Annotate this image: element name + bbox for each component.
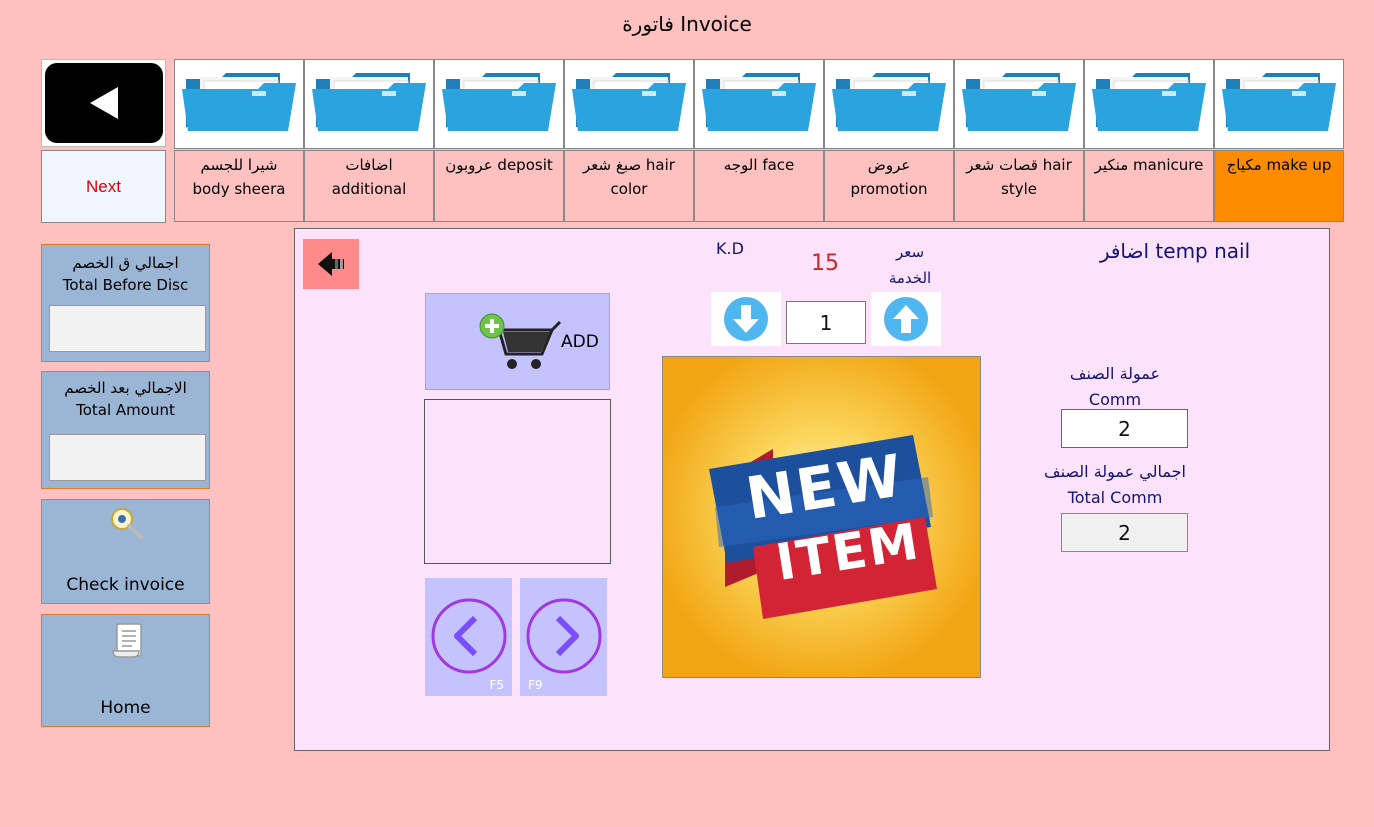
- category-label-line1: عروض: [867, 156, 911, 174]
- category-label-line1: الوجه face: [723, 156, 795, 174]
- category-label-line2: additional: [331, 180, 407, 198]
- item-name: اضافر temp nail: [1099, 239, 1251, 263]
- check-invoice-button[interactable]: Check invoice: [41, 499, 210, 604]
- next-item-button[interactable]: F9: [520, 578, 607, 696]
- category-label-7[interactable]: اضافات additional: [304, 150, 434, 222]
- quantity-increase-button[interactable]: [871, 292, 941, 346]
- arrow-left-icon: [318, 252, 344, 276]
- price-value: 15: [811, 251, 839, 276]
- price-label-line1: سعر: [895, 243, 925, 261]
- total-before-disc-field[interactable]: [49, 305, 206, 352]
- arrow-up-icon: [884, 297, 928, 341]
- folder-icon: [570, 67, 688, 141]
- category-tile-4[interactable]: [694, 59, 824, 149]
- total-before-disc-label-ar: اجمالي ق الخصم: [72, 254, 179, 272]
- currency-label: K.D: [716, 239, 744, 258]
- chevron-left-icon: [431, 598, 507, 674]
- category-label-line1: مكياج make up: [1226, 156, 1332, 174]
- total-amount-field[interactable]: [49, 434, 206, 481]
- category-tile-7[interactable]: [304, 59, 434, 149]
- folder-icon: [830, 67, 948, 141]
- total-before-disc-box: اجمالي ق الخصم Total Before Disc: [41, 244, 210, 362]
- total-amount-label-ar: الاجمالي بعد الخصم: [64, 379, 187, 397]
- category-label-6[interactable]: عروبون deposit: [434, 150, 564, 222]
- category-label-line1: عروبون deposit: [445, 156, 553, 174]
- total-comm-label-ar: اجمالي عمولة الصنف: [1044, 462, 1186, 481]
- item-list-box[interactable]: [424, 399, 611, 564]
- total-before-disc-label-en: Total Before Disc: [62, 276, 189, 294]
- previous-shortcut: F5: [489, 678, 504, 692]
- window-title: فاتورة Invoice: [622, 12, 752, 36]
- next-button[interactable]: Next: [41, 150, 166, 223]
- previous-item-button[interactable]: F5: [425, 578, 512, 696]
- category-tile-8[interactable]: [174, 59, 304, 149]
- category-tile-6[interactable]: [434, 59, 564, 149]
- category-label-8[interactable]: شيرا للجسم body sheera: [174, 150, 304, 222]
- new-item-badge: [663, 357, 980, 677]
- category-label-3[interactable]: عروض promotion: [824, 150, 954, 222]
- folder-icon: [1220, 67, 1338, 141]
- category-label-line1: قصات شعر hair: [966, 156, 1072, 174]
- category-tile-0[interactable]: [1214, 59, 1344, 149]
- category-tile-2[interactable]: [954, 59, 1084, 149]
- add-to-cart-button[interactable]: ADD: [425, 293, 610, 390]
- magnifier-icon: [111, 508, 143, 539]
- panel-back-button[interactable]: [303, 239, 359, 289]
- total-comm-label: اجمالي عمولة الصنف Total Comm: [1015, 459, 1215, 511]
- quantity-decrease-button[interactable]: [711, 292, 781, 346]
- folder-icon: [1090, 67, 1208, 141]
- comm-label-ar: عمولة الصنف: [1069, 364, 1161, 383]
- folder-icon: [700, 67, 818, 141]
- arrow-down-icon: [724, 297, 768, 341]
- category-label-4[interactable]: الوجه face: [694, 150, 824, 222]
- category-label-line1: صبغ شعر hair: [583, 156, 675, 174]
- home-label: Home: [100, 698, 151, 718]
- category-label-2[interactable]: قصات شعر hair style: [954, 150, 1084, 222]
- category-tile-3[interactable]: [824, 59, 954, 149]
- category-label-line1: اضافات: [345, 156, 393, 174]
- comm-label-en: Comm: [1088, 390, 1142, 409]
- home-button[interactable]: Home: [41, 614, 210, 727]
- category-label-line2: body sheera: [192, 180, 286, 198]
- comm-field[interactable]: 2: [1061, 409, 1188, 448]
- total-comm-field: 2: [1061, 513, 1188, 552]
- category-label-line2: color: [610, 180, 648, 198]
- item-image: NEW ITEM: [662, 356, 981, 678]
- category-label-line2: promotion: [850, 180, 928, 198]
- quantity-field[interactable]: 1: [786, 301, 866, 344]
- folder-icon: [440, 67, 558, 141]
- category-label-5[interactable]: صبغ شعر hair color: [564, 150, 694, 222]
- comm-label: عمولة الصنف Comm: [1035, 361, 1195, 413]
- category-tile-1[interactable]: [1084, 59, 1214, 149]
- document-scroll-icon: [112, 623, 142, 658]
- back-button[interactable]: [41, 59, 166, 147]
- category-label-line1: منكير manicure: [1094, 156, 1204, 174]
- total-comm-label-en: Total Comm: [1067, 488, 1163, 507]
- total-amount-box: الاجمالي بعد الخصم Total Amount: [41, 371, 210, 489]
- folder-icon: [180, 67, 298, 141]
- category-label-0[interactable]: مكياج make up: [1214, 150, 1344, 222]
- category-label-line2: style: [1001, 180, 1037, 198]
- play-back-icon: [44, 63, 163, 143]
- chevron-right-icon: [526, 598, 602, 674]
- folder-icon: [960, 67, 1078, 141]
- price-label-line2: الخدمة: [888, 269, 932, 287]
- cart-add-icon: [479, 313, 562, 369]
- category-tile-5[interactable]: [564, 59, 694, 149]
- category-label-line1: شيرا للجسم: [200, 156, 278, 174]
- check-invoice-label: Check invoice: [66, 575, 185, 595]
- item-detail-panel: اضافر temp nail سعر الخدمة 15 K.D 1: [294, 228, 1330, 751]
- category-label-1[interactable]: منكير manicure: [1084, 150, 1214, 222]
- total-amount-label-en: Total Amount: [76, 401, 175, 419]
- add-label: ADD: [561, 332, 599, 352]
- folder-icon: [310, 67, 428, 141]
- price-label: سعر الخدمة: [865, 239, 955, 291]
- next-shortcut: F9: [528, 678, 543, 692]
